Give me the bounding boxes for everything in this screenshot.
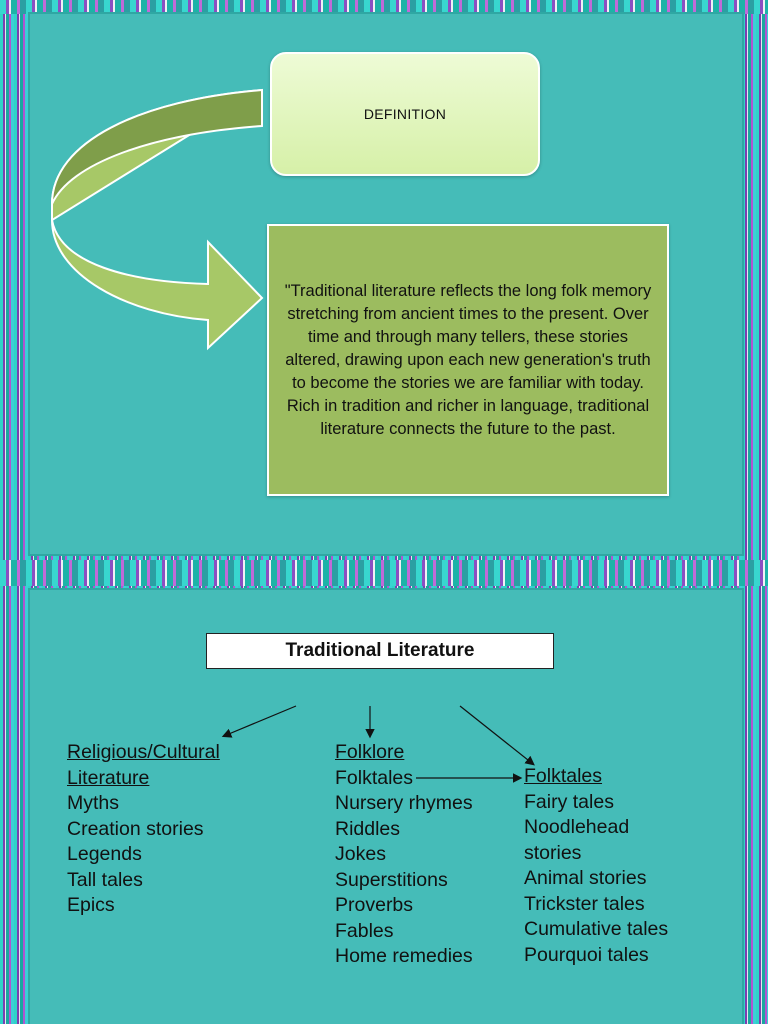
- column-folklore: Folklore Folktales Nursery rhymes Riddle…: [335, 740, 515, 970]
- list-item: Home remedies: [335, 945, 473, 967]
- list-item: Noodlehead: [524, 816, 630, 838]
- list-item: Riddles: [335, 817, 401, 840]
- slide-definition: DEFINITION "Traditional literature refle…: [30, 14, 742, 554]
- list-item: Trickster tales: [524, 892, 645, 915]
- column-heading: Folktales: [524, 765, 603, 787]
- column-folktales: Folktales Fairy tales Noodlehead stories…: [524, 764, 714, 968]
- decorative-border-top: [0, 0, 768, 14]
- arrow-to-religious: [221, 705, 297, 738]
- list-item: Myths: [67, 792, 120, 814]
- decorative-border-middle: [0, 560, 768, 586]
- slide-title: Traditional Literature: [285, 640, 475, 661]
- slide-categories: Traditional Literature Religious/Cultura…: [30, 590, 742, 1024]
- column-heading: Folklore: [335, 741, 405, 763]
- column-heading: Literature: [67, 766, 150, 789]
- slide-title-box: Traditional Literature: [206, 633, 554, 669]
- definition-label: DEFINITION: [363, 106, 447, 122]
- definition-quote-text: "Traditional literature reflects the lon…: [284, 281, 652, 438]
- list-item: Fables: [335, 919, 394, 942]
- list-item: Proverbs: [335, 894, 414, 916]
- list-item: Creation stories: [67, 817, 204, 840]
- column-religious-cultural: Religious/Cultural Literature Myths Crea…: [67, 740, 267, 919]
- list-item: stories: [524, 841, 582, 864]
- arrow-to-folktales: [459, 705, 535, 766]
- list-item: Jokes: [335, 843, 386, 865]
- list-item: Folktales: [335, 766, 414, 789]
- connector-arrows: [221, 705, 535, 783]
- list-item: Legends: [67, 843, 142, 865]
- definition-quote-box: "Traditional literature reflects the lon…: [267, 224, 669, 496]
- list-item: Superstitions: [335, 868, 448, 891]
- list-item: Fairy tales: [524, 790, 614, 813]
- definition-box: DEFINITION: [270, 52, 540, 176]
- list-item: Nursery rhymes: [335, 792, 473, 814]
- column-heading: Religious/Cultural: [67, 741, 220, 763]
- list-item: Tall tales: [67, 868, 143, 891]
- list-item: Cumulative tales: [524, 918, 669, 940]
- list-item: Animal stories: [524, 867, 647, 889]
- curved-arrow-icon: [50, 88, 264, 351]
- list-item: Pourquoi tales: [524, 943, 649, 966]
- list-item: Epics: [67, 894, 115, 916]
